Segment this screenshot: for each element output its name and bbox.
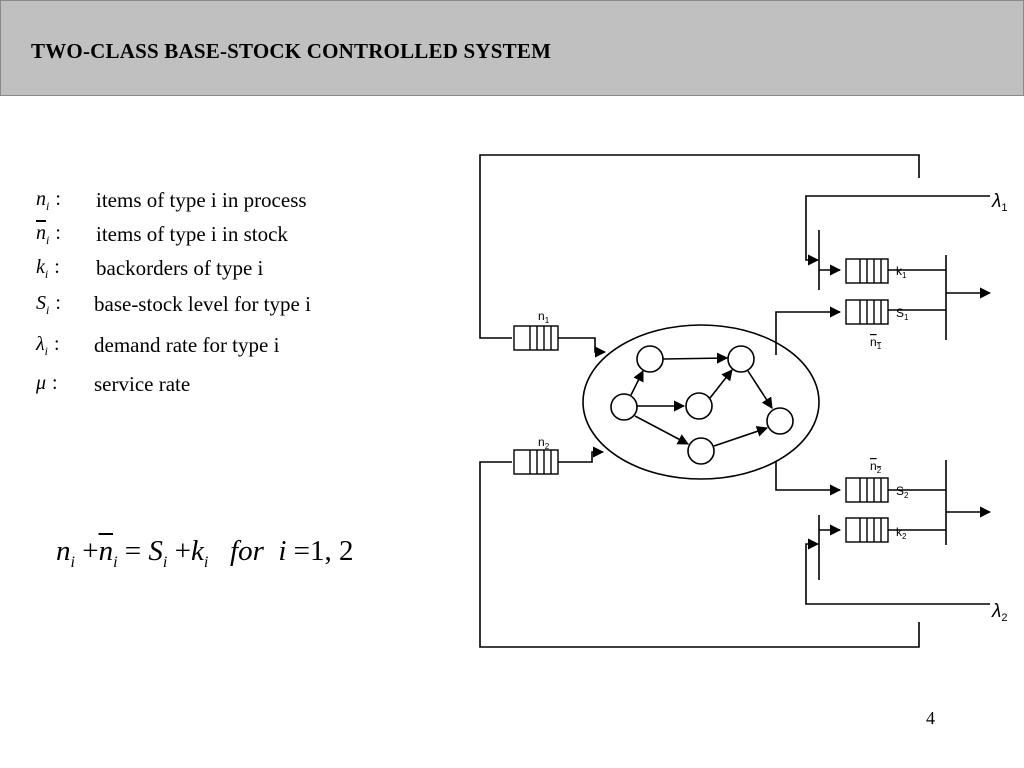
page-number: 4 <box>926 708 935 728</box>
definition-symbol: μ: <box>36 372 58 394</box>
definition-symbol: ni: <box>36 222 61 247</box>
definition-text: base-stock level for type i <box>94 292 311 316</box>
feedback-loop-bottom <box>479 461 920 648</box>
title-bar: TWO-CLASS BASE-STOCK CONTROLLED SYSTEM <box>0 0 1024 96</box>
queue-n2-label: n2 <box>538 435 550 451</box>
queue-s1 <box>845 299 889 325</box>
queue-n2 <box>513 449 559 475</box>
conservation-equation: ni +ni = Si +ki for i =1, 2 <box>56 535 354 571</box>
lambda2-line <box>805 538 990 605</box>
service-network <box>582 324 820 480</box>
k2-label: k2 <box>896 525 907 541</box>
definition-text: items of type i in process <box>96 188 307 212</box>
queue-k1 <box>845 258 889 284</box>
s1-label: S1 <box>896 306 909 322</box>
definition-text: demand rate for type i <box>94 333 280 357</box>
lambda1-label: λ1 <box>991 191 1007 214</box>
slide-title: TWO-CLASS BASE-STOCK CONTROLLED SYSTEM <box>31 39 552 63</box>
definition-text: backorders of type i <box>96 256 264 280</box>
feedback-loop-top <box>479 154 920 339</box>
nbar2-label: n2 <box>870 459 882 475</box>
definition-symbol: ni: <box>36 188 61 213</box>
s2-label: S2 <box>896 484 909 500</box>
definition-symbol: λi: <box>36 333 60 358</box>
queue-s2 <box>845 477 889 503</box>
queue-n1-label: n1 <box>538 309 550 325</box>
definition-text: items of type i in stock <box>96 222 288 246</box>
lambda2-label: λ2 <box>991 601 1007 624</box>
lambda1-line <box>805 195 990 266</box>
definition-symbol: ki: <box>36 256 60 281</box>
k1-label: k1 <box>896 264 907 280</box>
queue-n1 <box>513 325 559 351</box>
definition-text: service rate <box>94 372 191 396</box>
queue-k2 <box>845 517 889 543</box>
nbar1-label: n1 <box>870 335 882 351</box>
definition-symbol: Si: <box>36 292 61 317</box>
